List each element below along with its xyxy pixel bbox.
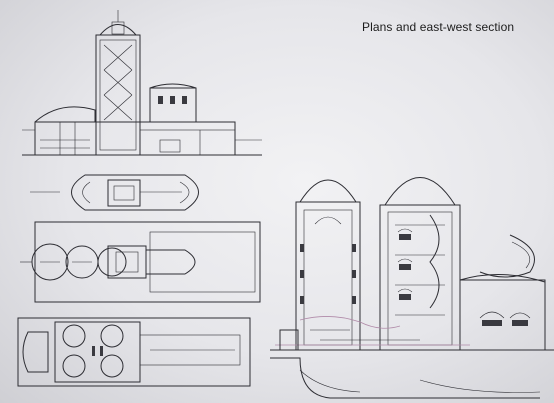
tower-elevation xyxy=(22,10,262,156)
east-west-section xyxy=(270,177,554,399)
plan-basement-level xyxy=(17,317,251,387)
plan-ground-level xyxy=(20,221,261,303)
plan-upper-level xyxy=(30,174,199,211)
sheet-caption: Plans and east-west section xyxy=(362,20,515,34)
